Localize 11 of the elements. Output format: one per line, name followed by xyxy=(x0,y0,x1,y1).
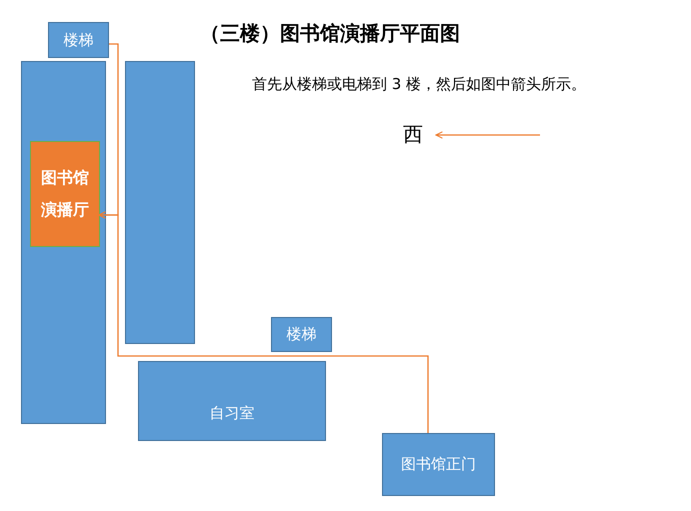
route-arrow xyxy=(98,211,429,433)
building-block xyxy=(21,61,106,424)
entrance-room: 图书馆正门 xyxy=(382,433,495,496)
direction-label: 西 xyxy=(403,121,423,148)
hall-room: 图书馆演播厅 xyxy=(30,141,100,247)
title: （三楼）图书馆演播厅平面图 xyxy=(200,20,460,47)
instruction-note: 首先从楼梯或电梯到 3 楼，然后如图中箭头所示。 xyxy=(252,75,586,94)
stairs-room: 楼梯 xyxy=(48,22,109,58)
building-block xyxy=(125,61,195,344)
study-room: 自习室 xyxy=(138,361,326,441)
stairs-room: 楼梯 xyxy=(271,317,332,352)
